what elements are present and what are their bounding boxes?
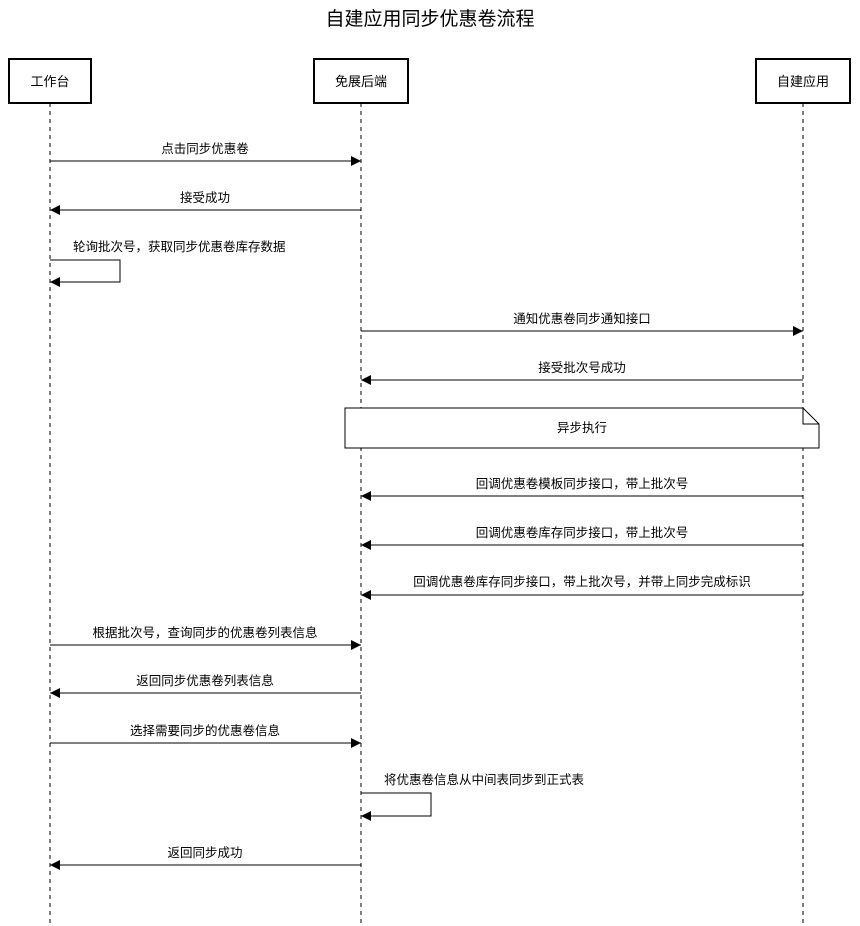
participant-workbench: 工作台 <box>8 58 92 104</box>
message-label: 点击同步优惠卷 <box>161 141 249 156</box>
message-label: 根据批次号，查询同步的优惠卷列表信息 <box>92 625 317 640</box>
participant-label: 工作台 <box>30 75 69 90</box>
message-label: 返回同步优惠卷列表信息 <box>136 673 274 688</box>
message-callback-template: 回调优惠卷模板同步接口，带上批次号 <box>361 476 803 501</box>
message-label: 回调优惠卷库存同步接口，带上批次号 <box>476 525 689 540</box>
message-label: 通知优惠卷同步通知接口 <box>513 311 651 326</box>
message-click-sync: 点击同步优惠卷 <box>50 141 361 166</box>
message-callback-stock-complete: 回调优惠卷库存同步接口，带上批次号，并带上同步完成标识 <box>361 574 803 600</box>
message-return-list: 返回同步优惠卷列表信息 <box>50 673 361 698</box>
message-poll-batch: 轮询批次号，获取同步优惠卷库存数据 <box>50 239 286 287</box>
note-label: 异步执行 <box>557 420 607 435</box>
message-label: 回调优惠卷库存同步接口，带上批次号，并带上同步完成标识 <box>413 574 751 589</box>
diagram-title: 自建应用同步优惠卷流程 <box>325 8 534 30</box>
message-label: 返回同步成功 <box>167 845 242 860</box>
message-label: 选择需要同步的优惠卷信息 <box>130 723 280 738</box>
message-label: 将优惠卷信息从中间表同步到正式表 <box>384 772 585 787</box>
note-async: 异步执行 <box>344 407 820 449</box>
participant-label: 自建应用 <box>777 74 829 90</box>
message-accept-success: 接受成功 <box>50 190 361 215</box>
participant-label: 免展后端 <box>335 75 387 90</box>
message-label: 轮询批次号，获取同步优惠卷库存数据 <box>73 239 286 254</box>
message-callback-stock: 回调优惠卷库存同步接口，带上批次号 <box>361 525 803 550</box>
message-accept-batch: 接受批次号成功 <box>361 360 803 385</box>
message-notify-interface: 通知优惠卷同步通知接口 <box>361 311 803 336</box>
participant-selfapp: 自建应用 <box>755 58 851 104</box>
message-select-coupons: 选择需要同步的优惠卷信息 <box>50 723 361 748</box>
message-return-success: 返回同步成功 <box>50 845 361 870</box>
message-label: 接受成功 <box>180 190 230 205</box>
message-label: 接受批次号成功 <box>538 360 626 375</box>
message-sync-to-formal: 将优惠卷信息从中间表同步到正式表 <box>361 772 585 821</box>
message-query-list: 根据批次号，查询同步的优惠卷列表信息 <box>50 625 361 650</box>
message-label: 回调优惠卷模板同步接口，带上批次号 <box>476 476 689 491</box>
participant-backend: 免展后端 <box>313 58 409 104</box>
